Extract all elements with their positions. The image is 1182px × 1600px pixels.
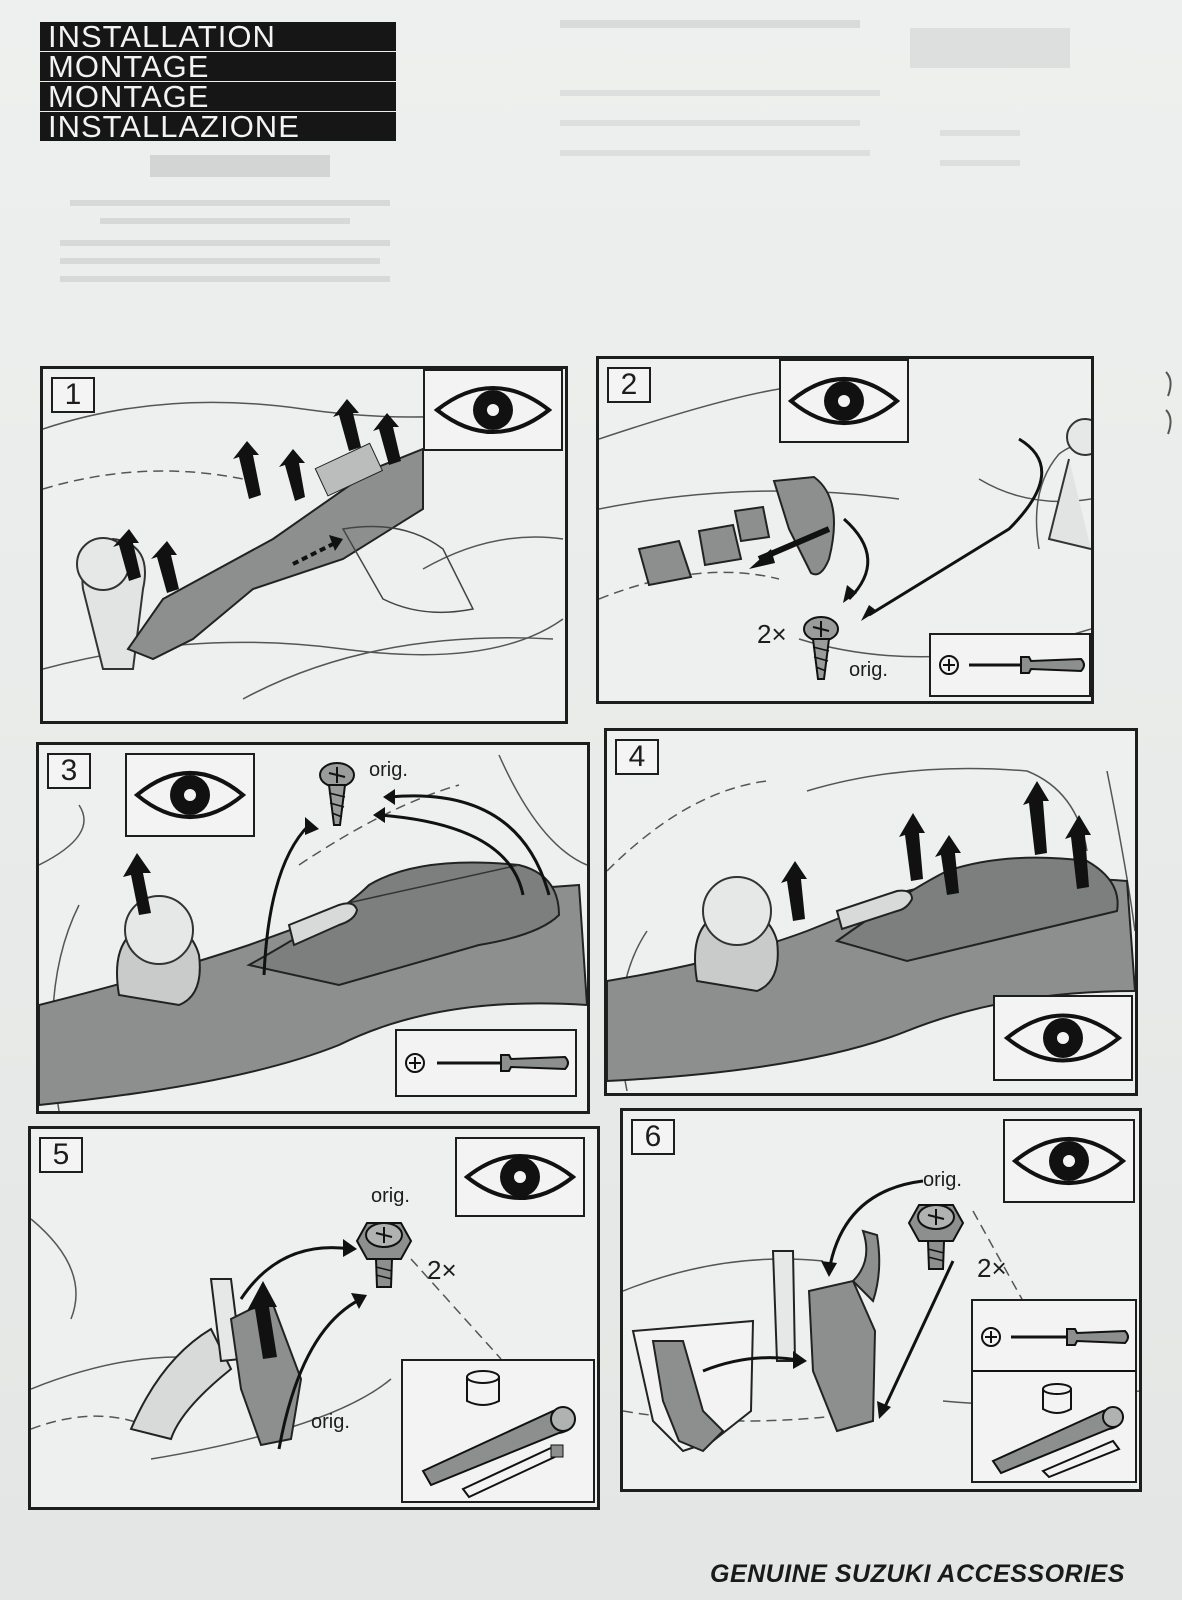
step-6-illustration xyxy=(623,1179,1139,1453)
eye-icon xyxy=(463,1154,577,1200)
step-1-illustration xyxy=(43,398,564,700)
step-2-number: 2 xyxy=(607,367,651,403)
step-1-inspect-box xyxy=(423,369,563,451)
step-3-illustration xyxy=(39,754,587,1111)
title-french: MONTAGE xyxy=(40,51,396,82)
step-1-number: 1 xyxy=(51,377,95,413)
eye-icon xyxy=(133,771,247,819)
step-2-inspect-box xyxy=(779,359,909,443)
step-2-tool-box xyxy=(929,633,1091,697)
phillips-screwdriver-icon xyxy=(405,1053,569,1073)
step-3-inspect-box xyxy=(125,753,255,837)
step-1-panel: 1 xyxy=(40,366,568,724)
step-5-quantity-label: 2× xyxy=(427,1255,457,1285)
bolt-icon xyxy=(907,1204,965,1270)
bleed-through-text-right xyxy=(560,10,1160,210)
step-5-orig-label-top: orig. xyxy=(371,1185,410,1207)
step-2-quantity-label: 2× xyxy=(757,619,787,649)
title-german: MONTAGE xyxy=(40,81,396,112)
phillips-screwdriver-icon xyxy=(939,655,1085,675)
title-block: INSTALLATION MONTAGE MONTAGE INSTALLAZIO… xyxy=(40,21,396,142)
step-4-number: 4 xyxy=(615,739,659,775)
bleed-through-text xyxy=(60,150,400,300)
step-5-tool-box xyxy=(401,1359,595,1503)
step-5-number: 5 xyxy=(39,1137,83,1173)
step-3-panel: 3 orig. xyxy=(36,742,590,1114)
step-2-orig-label: orig. xyxy=(849,659,888,681)
step-2-panel: 2 2× orig. xyxy=(596,356,1094,704)
title-english: INSTALLATION xyxy=(40,21,396,52)
socket-wrench-icon xyxy=(421,1370,577,1499)
step-6-tool-box xyxy=(971,1299,1137,1483)
step-4-panel: 4 xyxy=(604,728,1138,1096)
eye-icon xyxy=(1003,1013,1123,1063)
eye-icon xyxy=(433,386,553,434)
step-5-orig-label-bottom: orig. xyxy=(311,1411,350,1433)
step-4-inspect-box xyxy=(993,995,1133,1081)
screw-icon xyxy=(319,762,355,826)
eye-icon xyxy=(1011,1137,1127,1185)
step-6-orig-label: orig. xyxy=(923,1169,962,1191)
screwdriver-and-socket-wrench-icon xyxy=(973,1327,1135,1479)
step-5-panel: 5 orig. 2× orig. xyxy=(28,1126,600,1510)
footer-brand: GENUINE SUZUKI ACCESSORIES xyxy=(710,1560,1125,1588)
step-4-illustration xyxy=(607,767,1135,1092)
step-6-number: 6 xyxy=(631,1119,675,1155)
step-3-number: 3 xyxy=(47,753,91,789)
step-5-illustration xyxy=(31,1218,502,1460)
bolt-icon xyxy=(355,1222,413,1288)
step-6-inspect-box xyxy=(1003,1119,1135,1203)
screw-icon xyxy=(803,616,839,680)
step-5-inspect-box xyxy=(455,1137,585,1217)
binder-marks xyxy=(1165,371,1172,435)
eye-icon xyxy=(787,377,901,425)
step-6-panel: 6 orig. 2× xyxy=(620,1108,1142,1492)
step-3-orig-label: orig. xyxy=(369,759,408,781)
step-3-tool-box xyxy=(395,1029,577,1097)
title-italian: INSTALLAZIONE xyxy=(40,111,396,142)
step-6-quantity-label: 2× xyxy=(977,1253,1007,1283)
